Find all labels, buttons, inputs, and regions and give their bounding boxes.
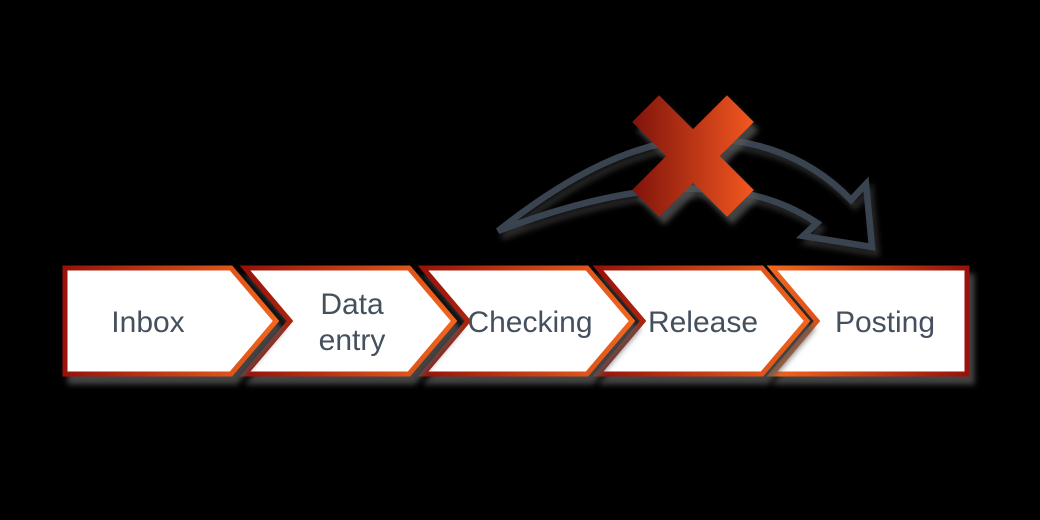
flow-step-inbox: Inbox xyxy=(62,265,280,377)
step-label-release: Release xyxy=(648,306,758,339)
step-label-data-entry-line2: entry xyxy=(319,324,386,357)
flow-step-data-entry: Data entry xyxy=(239,265,458,377)
step-label-data-entry-line1: Data xyxy=(320,288,384,321)
step-label-checking: Checking xyxy=(467,306,592,339)
chevron-shape-inbox xyxy=(62,265,280,377)
chevron-shape-release xyxy=(592,265,811,377)
flow-step-checking: Checking xyxy=(417,265,636,377)
x-mark-bar-backslash xyxy=(632,95,754,217)
flow-step-posting: Posting xyxy=(766,265,970,377)
chevron-shape-posting xyxy=(766,265,970,377)
curved-skip-arrow-icon xyxy=(495,135,876,251)
flow-step-release: Release xyxy=(592,265,811,377)
step-label-inbox: Inbox xyxy=(111,306,184,339)
chevron-shape-data-entry xyxy=(239,265,458,377)
x-mark-icon xyxy=(632,95,754,217)
step-label-posting: Posting xyxy=(835,306,935,339)
chevron-shape-checking xyxy=(417,265,636,377)
